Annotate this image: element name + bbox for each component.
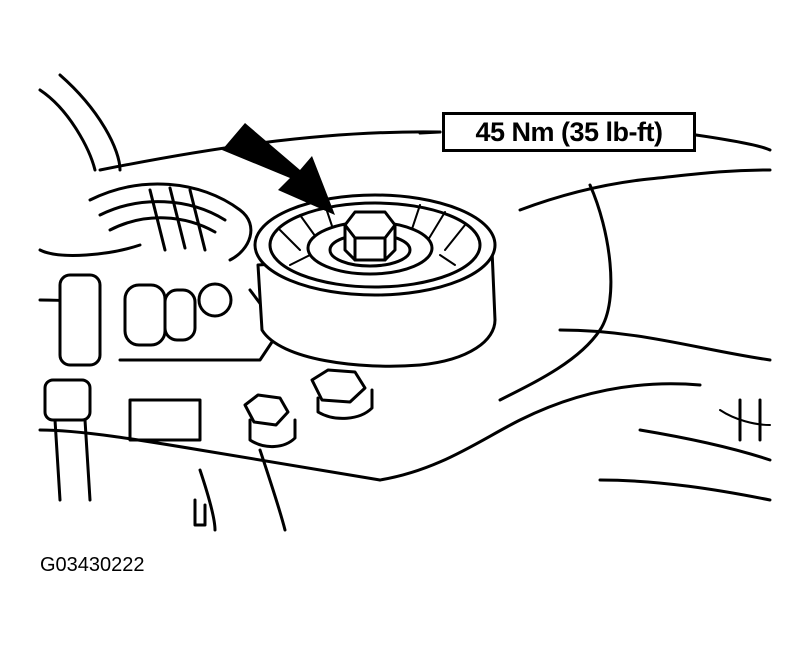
torque-spec-callout: 45 Nm (35 lb-ft)	[442, 112, 696, 152]
engine-body	[38, 73, 772, 532]
mounting-bolts	[243, 368, 374, 448]
torque-spec-label: 45 Nm (35 lb-ft)	[475, 117, 663, 147]
pointer-arrow	[222, 123, 335, 215]
callout-leader-line	[418, 130, 442, 135]
left-components	[43, 182, 282, 502]
idler-pulley	[253, 193, 497, 368]
figure-id-label: G03430222	[40, 554, 145, 576]
